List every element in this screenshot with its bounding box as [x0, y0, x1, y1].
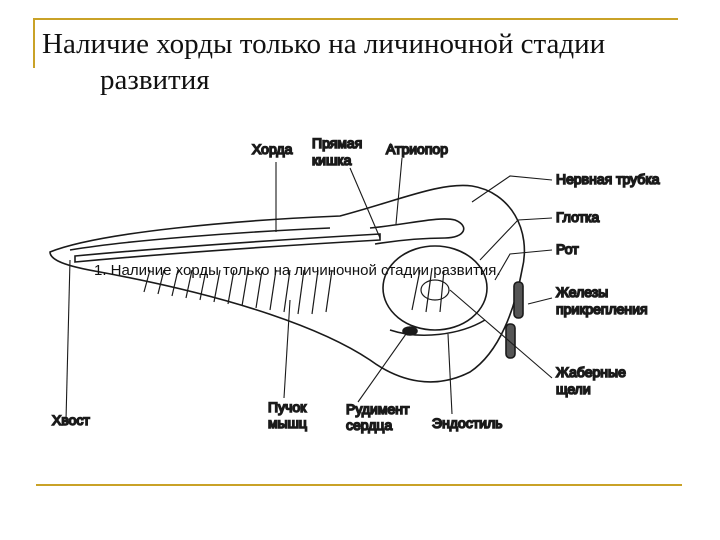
- label-glands-2: прикрепления: [556, 301, 648, 317]
- label-gills-2: щели: [556, 381, 591, 397]
- label-glands-1: Железы: [556, 284, 608, 300]
- label-muscles-2: мышц: [268, 415, 307, 431]
- label-mouth: Рот: [556, 241, 579, 257]
- notochord: [75, 234, 380, 262]
- label-pharynx: Глотка: [556, 209, 599, 225]
- bottom-accent-line: [36, 484, 682, 486]
- label-heart-2: сердца: [346, 417, 392, 433]
- label-muscles-1: Пучок: [268, 399, 307, 415]
- label-tail: Хвост: [52, 412, 90, 428]
- label-chorda: Хорда: [252, 141, 293, 157]
- label-endostyle: Эндостиль: [432, 415, 502, 431]
- tadpole-larva-diagram: Хорда Прямая кишка Атриопор Нервная труб…: [40, 120, 680, 440]
- label-atriopore: Атриопор: [386, 141, 448, 157]
- pharynx: [383, 246, 487, 330]
- title-line-2: развития: [42, 62, 672, 98]
- bullet-text-overlay: 1. Наличие хорды только на личиночной ст…: [94, 262, 501, 279]
- label-neural-tube: Нервная трубка: [556, 171, 660, 187]
- label-gills-1: Жаберные: [556, 364, 626, 380]
- title-accent-vertical: [33, 18, 35, 68]
- leader-lines: [66, 158, 552, 420]
- label-rectum-2: кишка: [312, 152, 352, 168]
- title-accent-horizontal: [33, 18, 678, 20]
- heart-rudiment: [403, 327, 417, 335]
- attachment-gland-1: [514, 282, 523, 318]
- label-heart-1: Рудимент: [346, 401, 410, 417]
- neural-tube: [370, 219, 464, 244]
- attachment-gland-2: [506, 324, 515, 358]
- slide-title: Наличие хорды только на личиночной стади…: [42, 26, 672, 98]
- label-rectum-1: Прямая: [312, 135, 362, 151]
- title-line-1: Наличие хорды только на личиночной стади…: [42, 28, 605, 60]
